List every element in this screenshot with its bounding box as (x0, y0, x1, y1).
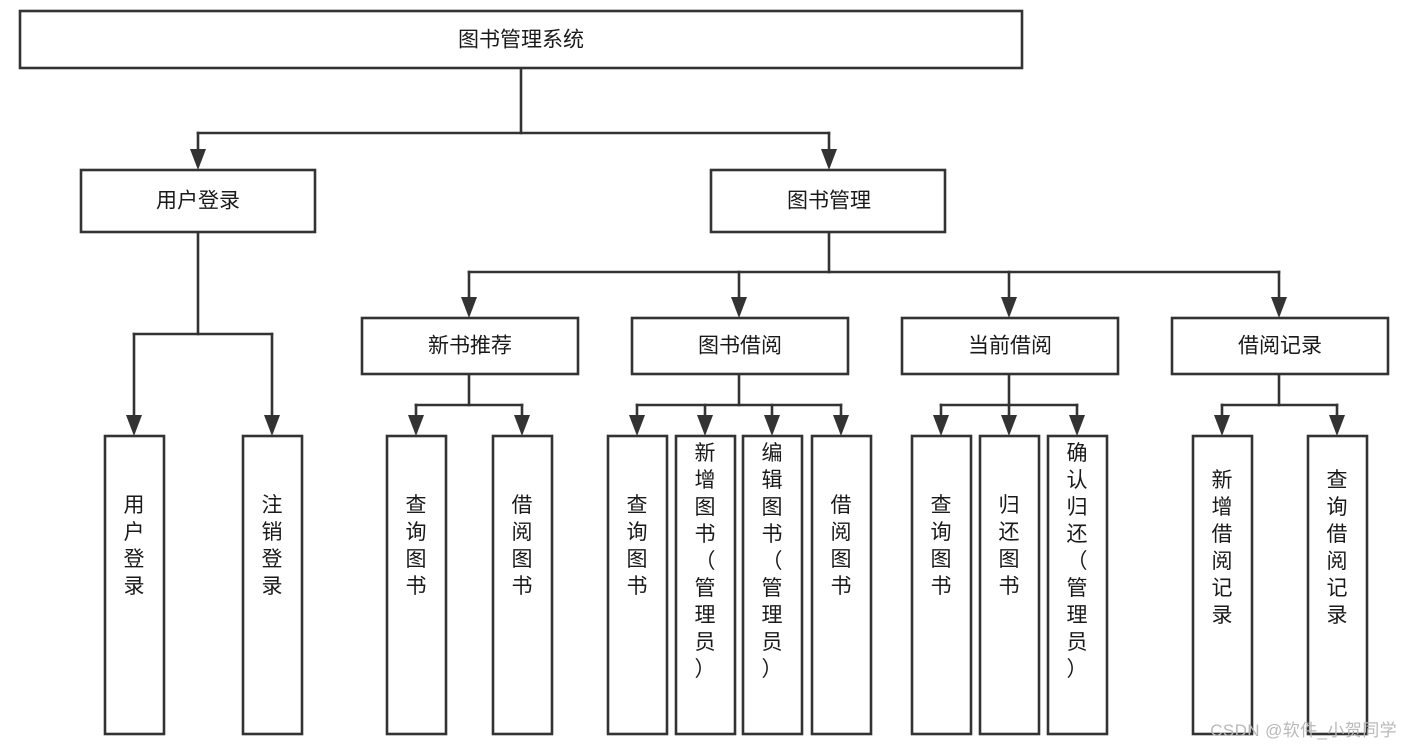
node-leaf-return-book[interactable]: 归还图书 (978, 434, 1041, 736)
node-book-borrow[interactable]: 图书借阅 (630, 316, 850, 376)
arrow-head-leaf-borrow-book-2 (833, 415, 849, 436)
node-leaf-return-book-label: 归还图书 (999, 494, 1020, 598)
arrow-head-leaf-confirm-return (1069, 415, 1085, 436)
node-leaf-borrow-book-1-label: 借阅图书 (512, 494, 533, 598)
arrow-head-new-book-rec (461, 297, 477, 318)
node-leaf-borrow-book-2[interactable]: 借阅图书 (810, 434, 873, 736)
node-leaf-logout-label: 注销登录 (262, 494, 283, 598)
node-leaf-return-book-box[interactable] (978, 434, 1041, 736)
node-leaf-query-book-3[interactable]: 查询图书 (910, 434, 973, 736)
node-leaf-query-record-box[interactable] (1306, 434, 1369, 736)
node-leaf-query-book-1[interactable]: 查询图书 (385, 434, 448, 736)
node-leaf-add-book-box[interactable] (674, 434, 737, 736)
node-leaf-edit-book-box[interactable] (741, 434, 804, 736)
node-leaf-query-record-label: 查询借阅记录 (1327, 469, 1348, 627)
node-book-manage-box[interactable] (709, 168, 947, 234)
node-borrow-record-box[interactable] (1170, 316, 1390, 376)
connector-layer (126, 66, 1345, 436)
node-leaf-user-login[interactable]: 用户登录 (103, 434, 166, 736)
node-current-borrow-box[interactable] (900, 316, 1120, 376)
arrow-head-leaf-query-record (1329, 415, 1345, 436)
arrow-head-book-borrow (731, 297, 747, 318)
node-leaf-query-book-3-label: 查询图书 (931, 494, 952, 598)
node-leaf-borrow-book-1-box[interactable] (491, 434, 554, 736)
arrow-head-leaf-add-record (1214, 415, 1230, 436)
node-leaf-logout-box[interactable] (241, 434, 304, 736)
node-borrow-record[interactable]: 借阅记录 (1170, 316, 1390, 376)
node-leaf-query-book-2-box[interactable] (606, 434, 669, 736)
node-leaf-logout[interactable]: 注销登录 (241, 434, 304, 736)
node-leaf-confirm-return[interactable]: 确认归还（管理员） (1046, 434, 1109, 736)
node-new-book-rec-label: 新书推荐 (428, 335, 512, 358)
node-borrow-record-label: 借阅记录 (1238, 335, 1322, 358)
node-leaf-add-record[interactable]: 新增借阅记录 (1191, 434, 1254, 736)
arrow-head-borrow-record (1271, 297, 1287, 318)
arrow-head-leaf-edit-book (764, 415, 780, 436)
node-current-borrow[interactable]: 当前借阅 (900, 316, 1120, 376)
node-new-book-rec[interactable]: 新书推荐 (360, 316, 580, 376)
node-user-login[interactable]: 用户登录 (79, 168, 317, 234)
node-book-manage-label: 图书管理 (787, 190, 871, 213)
node-leaf-borrow-book-2-box[interactable] (810, 434, 873, 736)
node-new-book-rec-box[interactable] (360, 316, 580, 376)
node-leaf-edit-book[interactable]: 编辑图书（管理员） (741, 434, 804, 736)
arrow-head-leaf-return-book (1001, 415, 1017, 436)
node-leaf-add-record-box[interactable] (1191, 434, 1254, 736)
node-leaf-add-book[interactable]: 新增图书（管理员） (674, 434, 737, 736)
arrow-head-leaf-query-book-1 (408, 415, 424, 436)
arrow-head-leaf-query-book-2 (629, 415, 645, 436)
arrow-head-leaf-user-login (126, 415, 142, 436)
node-leaf-edit-book-label: 编辑图书（管理员） (762, 442, 783, 681)
node-leaf-user-login-box[interactable] (103, 434, 166, 736)
arrow-head-user-login (190, 149, 206, 170)
arrow-head-leaf-borrow-book-1 (514, 415, 530, 436)
node-current-borrow-label: 当前借阅 (968, 335, 1052, 358)
node-leaf-borrow-book-2-label: 借阅图书 (831, 494, 852, 598)
node-leaf-add-record-label: 新增借阅记录 (1212, 469, 1233, 627)
node-leaf-confirm-return-box[interactable] (1046, 434, 1109, 736)
node-leaf-query-book-2-label: 查询图书 (627, 494, 648, 598)
node-book-borrow-label: 图书借阅 (698, 335, 782, 358)
arrow-head-book-manage (821, 149, 837, 170)
node-root-label: 图书管理系统 (458, 29, 584, 52)
node-leaf-query-book-1-box[interactable] (385, 434, 448, 736)
node-leaf-add-book-label: 新增图书（管理员） (695, 442, 716, 681)
arrow-head-leaf-logout (264, 415, 280, 436)
node-book-manage[interactable]: 图书管理 (709, 168, 947, 234)
node-leaf-query-book-3-box[interactable] (910, 434, 973, 736)
arrow-head-current-borrow (1001, 297, 1017, 318)
node-root-box[interactable] (18, 9, 1024, 70)
arrow-head-leaf-add-book (697, 415, 713, 436)
node-user-login-box[interactable] (79, 168, 317, 234)
node-leaf-borrow-book-1[interactable]: 借阅图书 (491, 434, 554, 736)
node-leaf-confirm-return-label: 确认归还（管理员） (1067, 442, 1088, 681)
node-leaf-query-book-2[interactable]: 查询图书 (606, 434, 669, 736)
node-leaf-query-book-1-label: 查询图书 (406, 494, 427, 598)
node-book-borrow-box[interactable] (630, 316, 850, 376)
node-leaf-user-login-label: 用户登录 (124, 494, 145, 598)
arrow-head-leaf-query-book-3 (933, 415, 949, 436)
node-leaf-query-record[interactable]: 查询借阅记录 (1306, 434, 1369, 736)
node-user-login-label: 用户登录 (156, 190, 240, 213)
node-root[interactable]: 图书管理系统 (18, 9, 1024, 70)
